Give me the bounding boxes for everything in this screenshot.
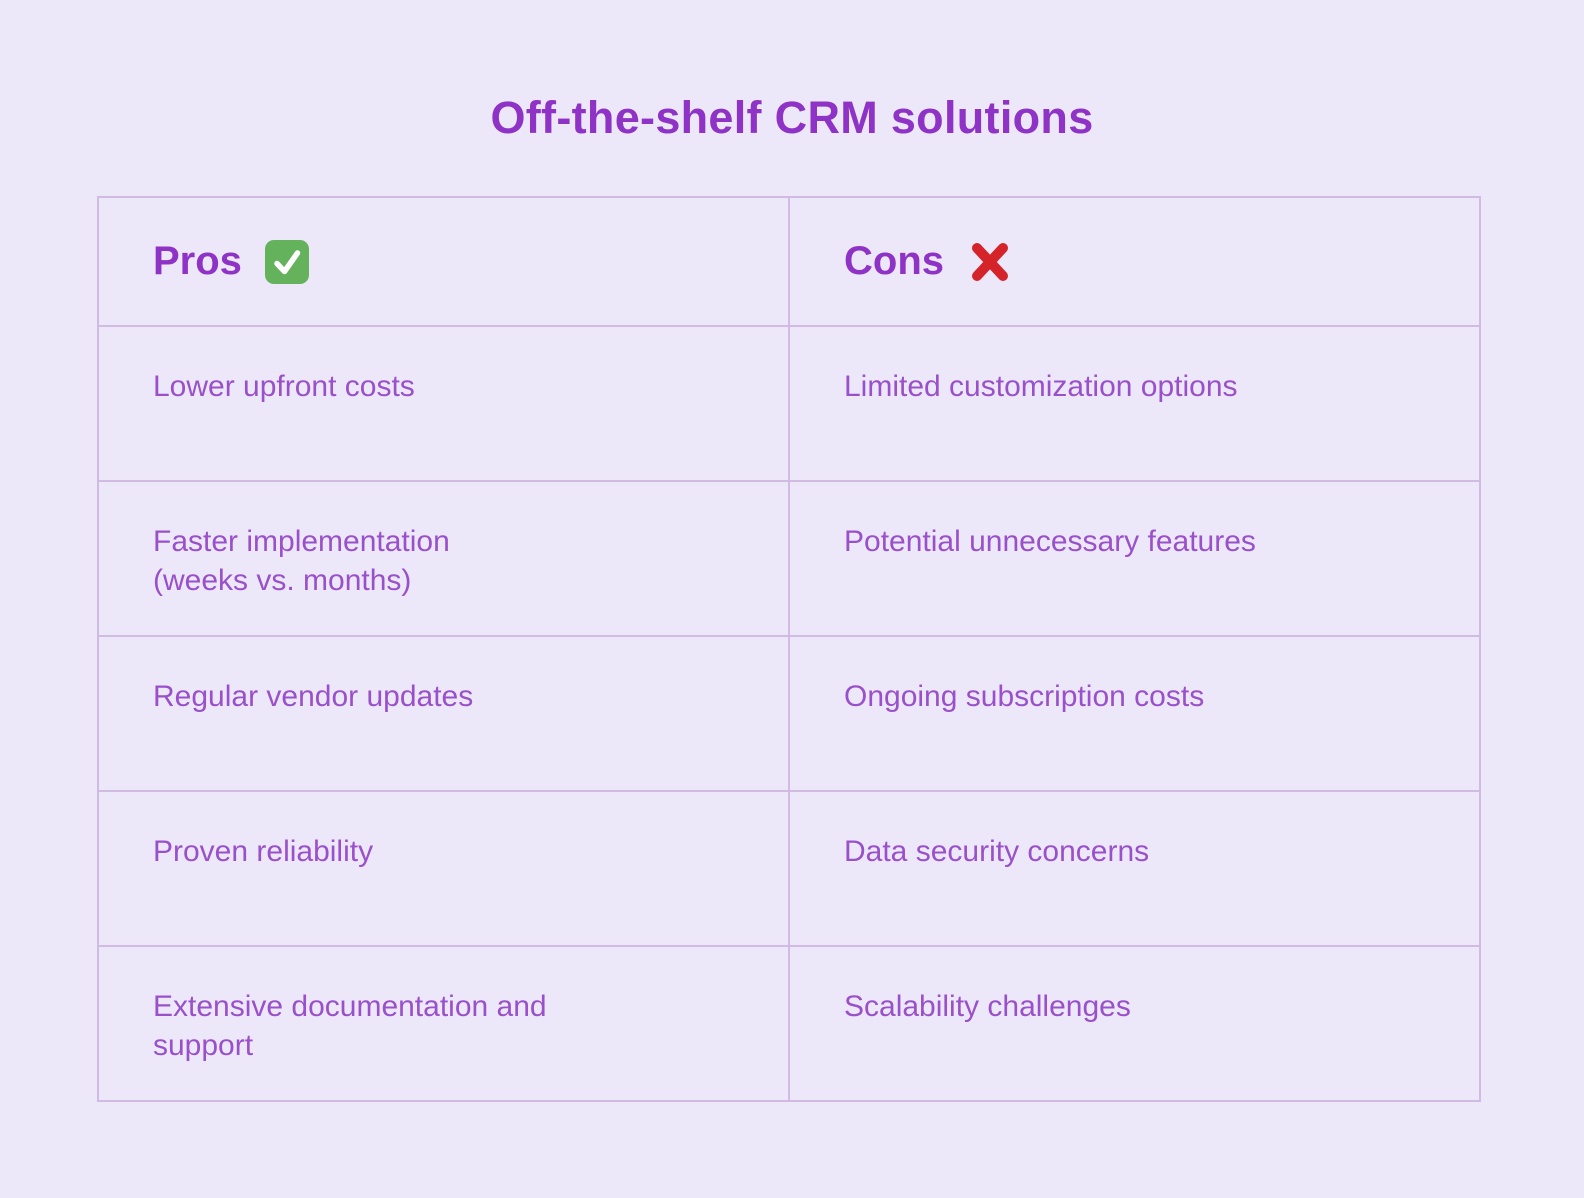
table-body: Lower upfront costs Limited customizatio… xyxy=(97,325,1481,1102)
header-row: Pros Cons xyxy=(97,196,1481,327)
cons-header-label: Cons xyxy=(844,239,944,283)
pro-cell: Faster implementation (weeks vs. months) xyxy=(97,480,790,637)
table-row: Faster implementation (weeks vs. months)… xyxy=(97,480,1481,637)
table-row: Extensive documentation and support Scal… xyxy=(97,945,1481,1102)
page-title: Off-the-shelf CRM solutions xyxy=(490,92,1094,143)
table-row: Proven reliability Data security concern… xyxy=(97,790,1481,947)
con-cell: Limited customization options xyxy=(788,325,1481,482)
pro-cell: Regular vendor updates xyxy=(97,635,790,792)
pros-header-content: Pros xyxy=(153,239,788,285)
pro-cell: Lower upfront costs xyxy=(97,325,790,482)
pros-header-cell: Pros xyxy=(97,196,790,327)
con-cell: Potential unnecessary features xyxy=(788,480,1481,637)
table-row: Lower upfront costs Limited customizatio… xyxy=(97,325,1481,482)
table-row: Regular vendor updates Ongoing subscript… xyxy=(97,635,1481,792)
pro-cell: Extensive documentation and support xyxy=(97,945,790,1102)
cross-mark-icon xyxy=(966,238,1014,286)
con-cell: Scalability challenges xyxy=(788,945,1481,1102)
con-cell: Ongoing subscription costs xyxy=(788,635,1481,792)
cons-header-cell: Cons xyxy=(788,196,1481,327)
pros-header-label: Pros xyxy=(153,239,242,283)
cons-header-content: Cons xyxy=(844,238,1479,286)
pros-cons-table: Pros Cons xyxy=(97,196,1481,1102)
con-cell: Data security concerns xyxy=(788,790,1481,947)
table-header: Pros Cons xyxy=(97,196,1481,327)
check-mark-icon xyxy=(264,239,310,285)
pro-cell: Proven reliability xyxy=(97,790,790,947)
